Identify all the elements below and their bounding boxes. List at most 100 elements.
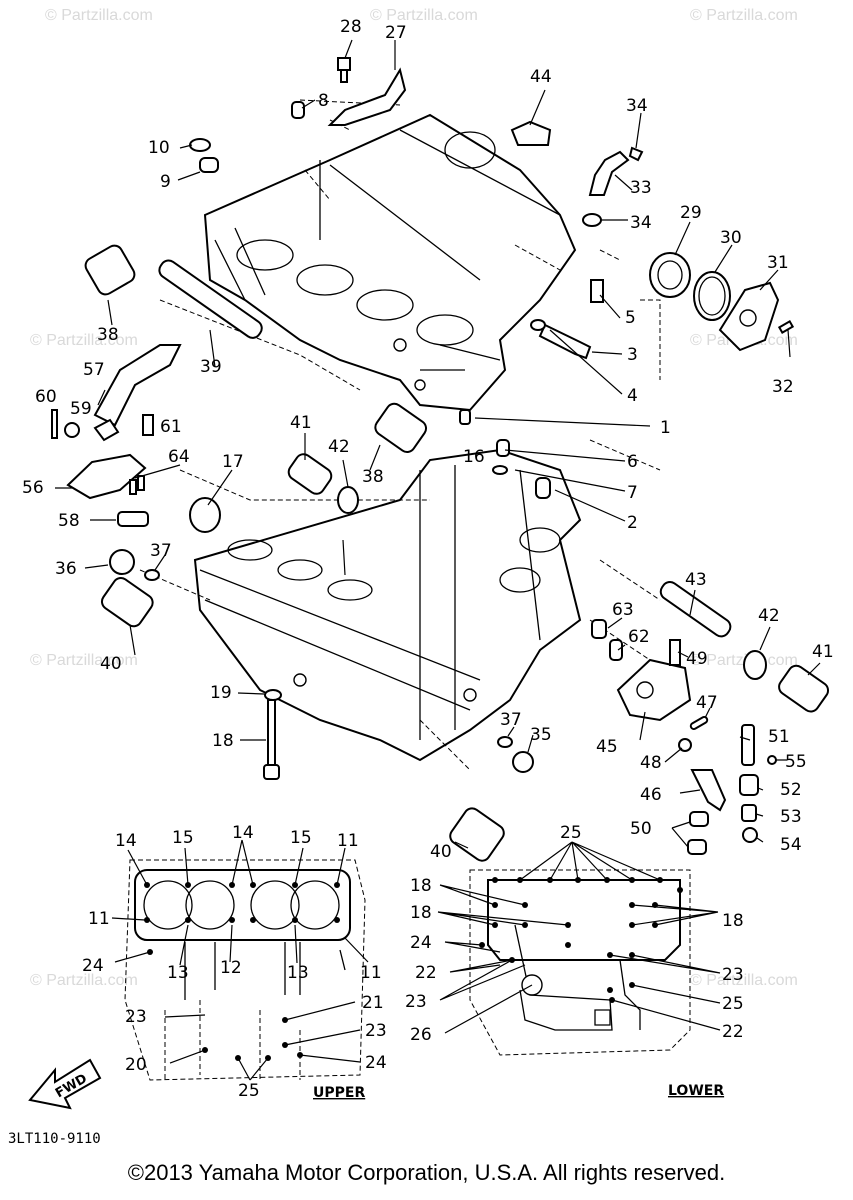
callout-11: 11 — [88, 909, 110, 929]
callout-40: 40 — [430, 842, 452, 862]
callout-26: 26 — [410, 1025, 432, 1045]
callout-34: 34 — [626, 96, 648, 116]
callout-50: 50 — [630, 819, 652, 839]
callout-9: 9 — [160, 172, 171, 192]
callout-16: 16 — [463, 447, 485, 467]
watermark: © Partzilla.com — [30, 972, 138, 989]
callout-34: 34 — [630, 213, 652, 233]
assembly-lines — [139, 99, 681, 771]
watermark: © Partzilla.com — [370, 7, 478, 24]
callout-61: 61 — [160, 417, 182, 437]
callout-56: 56 — [22, 478, 44, 498]
callout-27: 27 — [385, 23, 407, 43]
callout-12: 12 — [220, 958, 242, 978]
callout-8: 8 — [318, 91, 329, 111]
callout-59: 59 — [70, 399, 92, 419]
lower-plan-view: LOWER — [437, 841, 724, 1099]
callout-37: 37 — [500, 710, 522, 730]
callout-15: 15 — [290, 828, 312, 848]
callout-51: 51 — [768, 727, 790, 747]
callout-41: 41 — [812, 642, 834, 662]
callout-25: 25 — [560, 823, 582, 843]
callout-25: 25 — [238, 1081, 260, 1101]
callout-55: 55 — [785, 752, 807, 772]
callout-7: 7 — [627, 483, 638, 503]
callout-31: 31 — [767, 253, 789, 273]
callout-10: 10 — [148, 138, 170, 158]
upper-crankcase — [203, 113, 577, 412]
callout-15: 15 — [172, 828, 194, 848]
small-parts — [51, 57, 830, 862]
callout-57: 57 — [83, 360, 105, 380]
lower-label: LOWER — [668, 1083, 724, 1099]
callout-52: 52 — [780, 780, 802, 800]
callout-25: 25 — [722, 994, 744, 1014]
callout-47: 47 — [696, 693, 718, 713]
callout-11: 11 — [360, 963, 382, 983]
callout-24: 24 — [365, 1053, 387, 1073]
callout-labels: 28 27 8 10 9 44 34 33 34 29 30 31 32 5 3… — [22, 17, 834, 1101]
callout-22: 22 — [722, 1022, 744, 1042]
callout-23: 23 — [722, 965, 744, 985]
callout-37: 37 — [150, 541, 172, 561]
callout-23: 23 — [365, 1021, 387, 1041]
callout-29: 29 — [680, 203, 702, 223]
callout-64: 64 — [168, 447, 190, 467]
fwd-arrow: FWD — [28, 1058, 102, 1110]
upper-label: UPPER — [313, 1085, 365, 1101]
callout-58: 58 — [58, 511, 80, 531]
callout-20: 20 — [125, 1055, 147, 1075]
callout-14: 14 — [115, 831, 137, 851]
callout-42: 42 — [758, 606, 780, 626]
callout-30: 30 — [720, 228, 742, 248]
callout-14: 14 — [232, 823, 254, 843]
callout-42: 42 — [328, 437, 350, 457]
callout-23: 23 — [405, 992, 427, 1012]
callout-17: 17 — [222, 452, 244, 472]
diagram-code: 3LT110-9110 — [8, 1131, 101, 1147]
callout-49: 49 — [686, 649, 708, 669]
callout-38: 38 — [362, 467, 384, 487]
callout-24: 24 — [410, 933, 432, 953]
callout-35: 35 — [530, 725, 552, 745]
callout-13: 13 — [167, 963, 189, 983]
callout-4: 4 — [627, 386, 638, 406]
callout-62: 62 — [628, 627, 650, 647]
callout-54: 54 — [780, 835, 802, 855]
callout-46: 46 — [640, 785, 662, 805]
callout-18: 18 — [410, 876, 432, 896]
callout-23: 23 — [125, 1007, 147, 1027]
callout-32: 32 — [772, 377, 794, 397]
callout-18: 18 — [212, 731, 234, 751]
callout-48: 48 — [640, 753, 662, 773]
callout-43: 43 — [685, 570, 707, 590]
leader-lines — [55, 39, 821, 849]
watermark: © Partzilla.com — [690, 972, 798, 989]
callout-63: 63 — [612, 600, 634, 620]
callout-21: 21 — [362, 993, 384, 1013]
callout-33: 33 — [630, 178, 652, 198]
callout-24: 24 — [82, 956, 104, 976]
watermark: © Partzilla.com — [30, 332, 138, 349]
callout-28: 28 — [340, 17, 362, 37]
callout-18: 18 — [410, 903, 432, 923]
watermark: © Partzilla.com — [45, 7, 153, 24]
callout-60: 60 — [35, 387, 57, 407]
upper-plan-view: FWD UPPER — [28, 839, 369, 1110]
watermark: © Partzilla.com — [690, 7, 798, 24]
callout-45: 45 — [596, 737, 618, 757]
copyright-notice: ©2013 Yamaha Motor Corporation, U.S.A. A… — [127, 1160, 726, 1185]
callout-36: 36 — [55, 559, 77, 579]
callout-11: 11 — [337, 831, 359, 851]
callout-6: 6 — [627, 452, 638, 472]
callout-2: 2 — [627, 513, 638, 533]
callout-3: 3 — [627, 345, 638, 365]
callout-53: 53 — [780, 807, 802, 827]
lower-crankcase — [193, 448, 582, 762]
callout-13: 13 — [287, 963, 309, 983]
watermark: © Partzilla.com — [30, 652, 138, 669]
callout-44: 44 — [530, 67, 552, 87]
callout-1: 1 — [660, 418, 671, 438]
callout-19: 19 — [210, 683, 232, 703]
